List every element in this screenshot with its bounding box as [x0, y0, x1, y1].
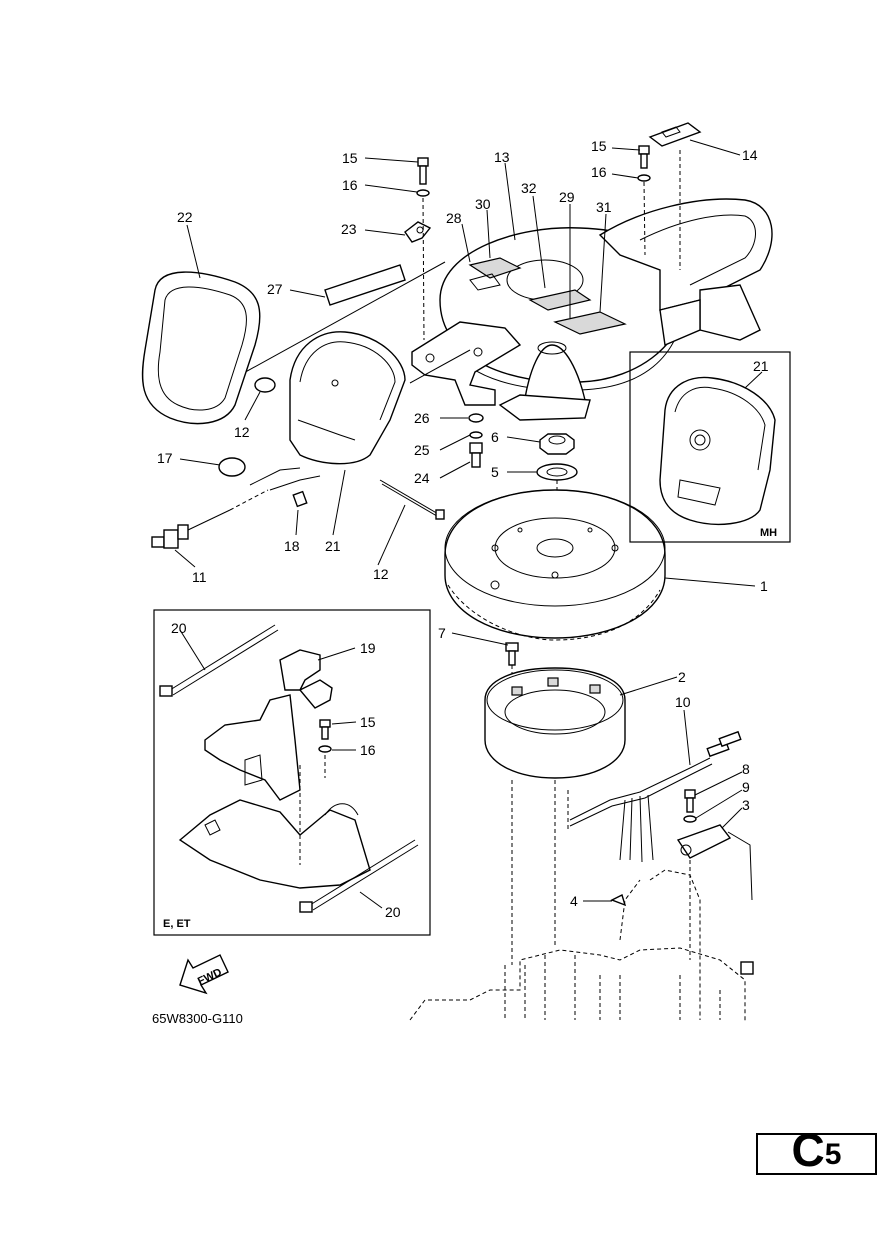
cable-tie-12-b	[379, 479, 445, 520]
washer-26	[468, 413, 484, 423]
callout-30: 30	[475, 196, 491, 212]
callout-20-bottom: 20	[385, 904, 401, 920]
callout-15-inset: 15	[360, 714, 376, 730]
callout-12-b: 12	[373, 566, 389, 582]
sensor-3	[676, 824, 754, 975]
seal-22	[141, 271, 261, 425]
callout-28: 28	[446, 210, 462, 226]
callout-24: 24	[414, 470, 430, 486]
callout-32: 32	[521, 180, 537, 196]
callout-27: 27	[267, 281, 283, 297]
washer-16-top-left	[416, 189, 430, 197]
stator-2	[484, 667, 626, 779]
callout-16-top-right: 16	[591, 164, 607, 180]
washer-16-top-right	[637, 174, 651, 182]
callout-15-top-left: 15	[342, 150, 358, 166]
bolt-15-top-right	[638, 145, 650, 169]
callout-5: 5	[491, 464, 499, 480]
callout-labels: 15 16 23 27 22 12 17 18 21 12 11 13 28 3…	[152, 138, 777, 1026]
callout-4: 4	[570, 893, 578, 909]
clip-23	[404, 221, 432, 243]
stud-24	[469, 442, 483, 468]
callout-20-top: 20	[171, 620, 187, 636]
bolt-7	[505, 642, 519, 666]
callout-10: 10	[675, 694, 691, 710]
inset-mh-label: MH	[760, 527, 777, 539]
bolt-15-top-left	[417, 157, 429, 185]
page-code-letter: C	[791, 1124, 825, 1176]
callout-22: 22	[177, 209, 193, 225]
callout-9: 9	[742, 779, 750, 795]
callout-11: 11	[192, 569, 207, 585]
washer-5	[536, 463, 578, 481]
callout-6: 6	[491, 429, 499, 445]
starter-cone	[498, 341, 591, 421]
inset-e-et-label: E, ET	[163, 918, 191, 930]
callout-18: 18	[284, 538, 300, 554]
decal-27	[324, 264, 406, 306]
callout-7: 7	[438, 625, 446, 641]
callout-29: 29	[559, 189, 575, 205]
grommet-12-a	[254, 377, 276, 393]
callout-21-b: 21	[753, 358, 769, 374]
hood-21	[289, 331, 406, 465]
drawing-code: 65W8300-G110	[152, 1011, 243, 1026]
page-code-number: 5	[824, 1138, 842, 1171]
callout-16-top-left: 16	[342, 177, 358, 193]
callout-14: 14	[742, 147, 758, 163]
inset-e-et-frame	[153, 609, 431, 936]
key-4	[610, 894, 627, 907]
callout-1: 1	[760, 578, 768, 594]
sensor-11	[151, 489, 269, 549]
page-code-box: C 5	[756, 1127, 877, 1175]
leader-lines	[174, 139, 763, 909]
washer-9	[683, 815, 697, 823]
callout-12-a: 12	[234, 424, 250, 440]
flywheel-1	[444, 489, 666, 641]
bolt-8	[684, 789, 696, 813]
callout-25: 25	[414, 442, 430, 458]
callout-15-top-right: 15	[591, 138, 607, 154]
inset-mh-hood	[659, 376, 776, 525]
callout-16-inset: 16	[360, 742, 376, 758]
callout-26: 26	[414, 410, 430, 426]
tag-18	[292, 490, 308, 508]
inset-e-et-parts	[159, 624, 419, 913]
fwd-arrow-icon: FWD	[179, 954, 229, 995]
engine-block	[409, 780, 746, 1022]
callout-19: 19	[360, 640, 376, 656]
cable-10	[569, 730, 742, 863]
callout-31: 31	[596, 199, 612, 215]
callout-8: 8	[742, 761, 750, 777]
cap-17	[218, 457, 246, 477]
washer-25	[469, 431, 483, 439]
callout-13: 13	[494, 149, 510, 165]
callout-2: 2	[678, 669, 686, 685]
nut-6	[539, 433, 575, 455]
callout-17: 17	[157, 450, 173, 466]
callout-23: 23	[341, 221, 357, 237]
inset-mh-frame	[629, 351, 791, 543]
callout-21-a: 21	[325, 538, 341, 554]
plate-14	[648, 122, 702, 147]
callout-3: 3	[742, 797, 750, 813]
